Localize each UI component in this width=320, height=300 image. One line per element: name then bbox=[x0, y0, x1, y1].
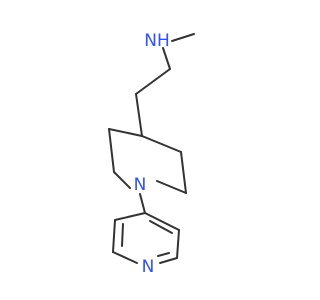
bond-methyl-nh bbox=[171, 33, 195, 42]
bond-py-double-2 bbox=[157, 252, 170, 257]
bond-pip-c2-n1 bbox=[156, 180, 187, 194]
bond-n-pyridine bbox=[139, 193, 146, 214]
bond-py-double-3 bbox=[121, 223, 124, 247]
bond-pip-c4-c3 bbox=[141, 135, 182, 153]
molecule-structure: NH N N bbox=[108, 31, 195, 277]
bond-py-n-c6 bbox=[112, 251, 138, 264]
pyridine-nitrogen-label: N bbox=[142, 257, 155, 277]
molecule-canvas: NH N N bbox=[108, 31, 195, 277]
bond-pip-c5-c4 bbox=[108, 128, 143, 137]
bond-py-c3-c2 bbox=[176, 229, 180, 259]
bond-pip-c3-c2 bbox=[180, 151, 187, 194]
piperidine-nitrogen-label: N bbox=[134, 175, 147, 195]
bond-pip-n1-c6 bbox=[113, 171, 131, 189]
bond-py-c2-n bbox=[159, 257, 178, 264]
bond-py-c5-c4 bbox=[114, 212, 146, 221]
bond-ch2-ring bbox=[135, 93, 143, 137]
bond-pip-c6-c5 bbox=[108, 128, 115, 173]
bond-py-c4-c3 bbox=[144, 212, 180, 231]
bond-py-c6-c5 bbox=[112, 219, 116, 253]
amine-nitrogen-label: NH bbox=[144, 31, 170, 51]
bond-py-double-1 bbox=[149, 220, 173, 234]
bond-nh-ch2 bbox=[162, 47, 171, 70]
bond-ch2-ch2 bbox=[135, 68, 171, 95]
